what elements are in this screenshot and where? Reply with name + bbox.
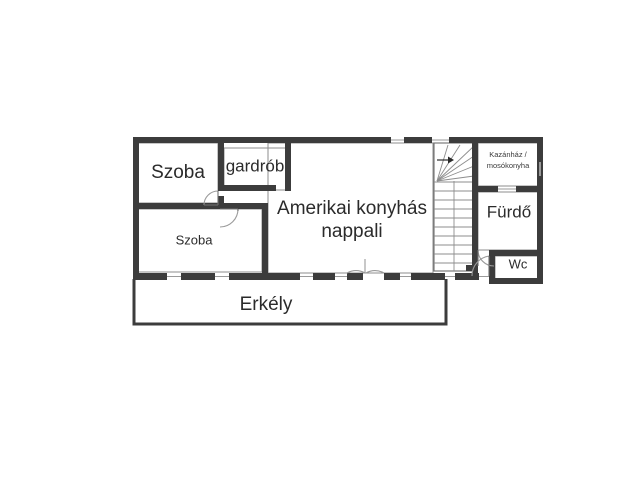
room-label-furdo: Fürdő — [487, 202, 531, 221]
wall-kazanhaz-bottom-1 — [478, 186, 498, 192]
stair-direction-arrow — [437, 156, 454, 164]
rail-seg-8 — [411, 273, 445, 280]
rail-seg-2 — [181, 273, 215, 280]
room-label-wc: Wc — [509, 256, 528, 271]
door-balcony-double — [346, 259, 385, 274]
wall-wc-left — [489, 250, 495, 284]
room-label-szoba-1: Szoba — [151, 162, 205, 183]
door-wc — [471, 255, 490, 277]
room-label-nappali-line1: Amerikai konyhás — [277, 198, 427, 219]
wall-wc-bottom — [489, 278, 543, 284]
door-swings — [203, 188, 516, 277]
windows — [167, 139, 541, 277]
door-furdo — [477, 249, 495, 267]
wall-gardrob-right — [285, 143, 291, 191]
wall-furdo-bottom — [495, 250, 543, 256]
room-label-szoba-2: Szoba — [176, 232, 214, 247]
wall-corner-stub — [472, 265, 478, 279]
door-gardrob — [203, 190, 219, 206]
rail-seg-6 — [347, 273, 363, 280]
walls — [133, 137, 543, 284]
wall-nappali-left — [262, 203, 268, 279]
staircase-icon — [433, 142, 475, 272]
rail-seg-5 — [313, 273, 335, 280]
rail-seg-1 — [133, 273, 167, 280]
room-label-erkely: Erkély — [240, 294, 293, 315]
rail-seg-3 — [229, 273, 263, 280]
balcony-outline — [132, 279, 448, 326]
wall-szoba2-top-stub — [224, 203, 252, 209]
wall-top-mid — [404, 137, 432, 143]
wall-szoba-divider — [133, 203, 264, 209]
wall-szoba1-right — [218, 143, 224, 191]
room-label-gardrob: gardrób — [226, 156, 285, 175]
wall-top-left — [133, 137, 391, 143]
rail-seg-4 — [262, 273, 300, 280]
rail-seg-7 — [384, 273, 400, 280]
wall-right-outer — [537, 137, 543, 284]
wall-kazanhaz-bottom-2 — [516, 186, 543, 192]
room-label-kazanhaz-line2: mosókonyha — [487, 161, 530, 170]
wall-gardrob-bottom — [224, 185, 276, 191]
room-label-kazanhaz-line1: Kazánház / — [489, 150, 527, 159]
wall-stair-right — [472, 137, 478, 271]
room-label-nappali-line2: nappali — [321, 221, 382, 242]
wall-szoba1-right-stub — [218, 196, 224, 205]
rail-seg-9 — [455, 273, 479, 280]
door-szoba-2 — [219, 208, 239, 228]
wall-top-right — [449, 137, 543, 143]
